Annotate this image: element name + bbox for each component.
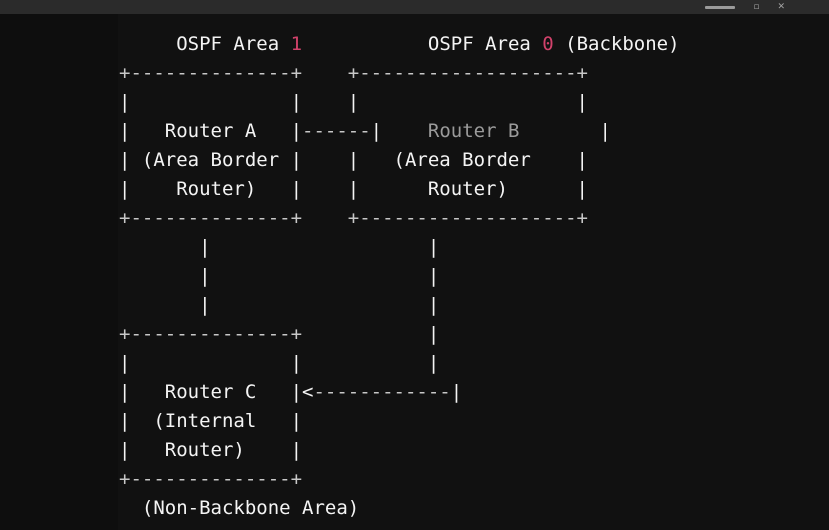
ascii-line: | Router C |<------------| — [119, 378, 680, 407]
ascii-segment: +--------------+ +-------------------+ — [119, 207, 588, 229]
ascii-segment: Router B — [382, 120, 600, 142]
ascii-segment: | | — [119, 236, 440, 258]
ascii-line: | | | — [119, 349, 680, 378]
ascii-line: +--------------+ +-------------------+ — [119, 204, 680, 233]
ascii-line: | (Area Border | | (Area Border | — [119, 146, 680, 175]
ascii-segment: 1 — [290, 33, 303, 55]
terminal-output-pane[interactable]: OSPF Area 1 OSPF Area 0 (Backbone) +-----… — [0, 14, 829, 530]
ascii-segment: OSPF Area — [302, 33, 543, 55]
ascii-segment: OSPF Area — [119, 33, 291, 55]
ascii-segment: ------ — [302, 120, 371, 142]
ascii-segment: | | — [119, 294, 440, 316]
ascii-line: | (Internal | — [119, 407, 680, 436]
ascii-line: | | — [119, 262, 680, 291]
ascii-segment: | Router) | — [119, 439, 303, 461]
ascii-segment: | — [450, 381, 463, 403]
minimize-icon[interactable] — [705, 5, 736, 9]
ascii-line: | Router A |------| Router B | — [119, 117, 680, 146]
ascii-segment: | | | — [119, 352, 440, 374]
ascii-segment: | Router C |< — [119, 381, 314, 403]
ascii-segment: +--------------+ — [119, 468, 303, 490]
close-icon[interactable]: ✕ — [777, 1, 785, 12]
ascii-segment: +--------------+ +-------------------+ — [119, 62, 588, 84]
ascii-line: | Router) | — [119, 436, 680, 465]
maximize-icon[interactable]: ▫ — [753, 1, 760, 12]
ascii-line: +--------------+ +-------------------+ — [119, 59, 680, 88]
ascii-line: | | — [119, 291, 680, 320]
ascii-segment: | — [302, 323, 440, 345]
ospf-ascii-diagram: OSPF Area 1 OSPF Area 0 (Backbone) +-----… — [119, 30, 680, 523]
ascii-segment: 0 — [542, 33, 554, 55]
ascii-segment: (Non-Backbone Area) — [119, 497, 360, 519]
window-controls: ▫ ✕ — [705, 0, 785, 14]
ascii-segment: | (Internal | — [119, 410, 303, 432]
ascii-segment: | — [370, 120, 383, 142]
ascii-segment: | — [599, 120, 611, 142]
ascii-line: | | — [119, 233, 680, 262]
ascii-segment: | Router) | | Router) | — [119, 178, 588, 200]
ascii-line: +--------------+ — [119, 465, 680, 494]
ascii-segment: | Router A | — [119, 120, 303, 142]
terminal-gutter — [0, 14, 118, 530]
ascii-segment: +--------------+ — [119, 323, 303, 345]
ascii-segment: ------------ — [313, 381, 451, 403]
ascii-line: | Router) | | Router) | — [119, 175, 680, 204]
ascii-segment: (Backbone) — [553, 33, 680, 55]
ascii-segment: | (Area Border | | (Area Border | — [119, 149, 588, 171]
ascii-line: +--------------+ | — [119, 320, 680, 349]
ascii-segment: | | — [119, 265, 440, 287]
ascii-segment: | | | | — [119, 91, 588, 113]
ascii-line: (Non-Backbone Area) — [119, 494, 680, 523]
window-title-bar[interactable]: ▫ ✕ — [0, 0, 829, 14]
ascii-line: | | | | — [119, 88, 680, 117]
ascii-line: OSPF Area 1 OSPF Area 0 (Backbone) — [119, 30, 680, 59]
